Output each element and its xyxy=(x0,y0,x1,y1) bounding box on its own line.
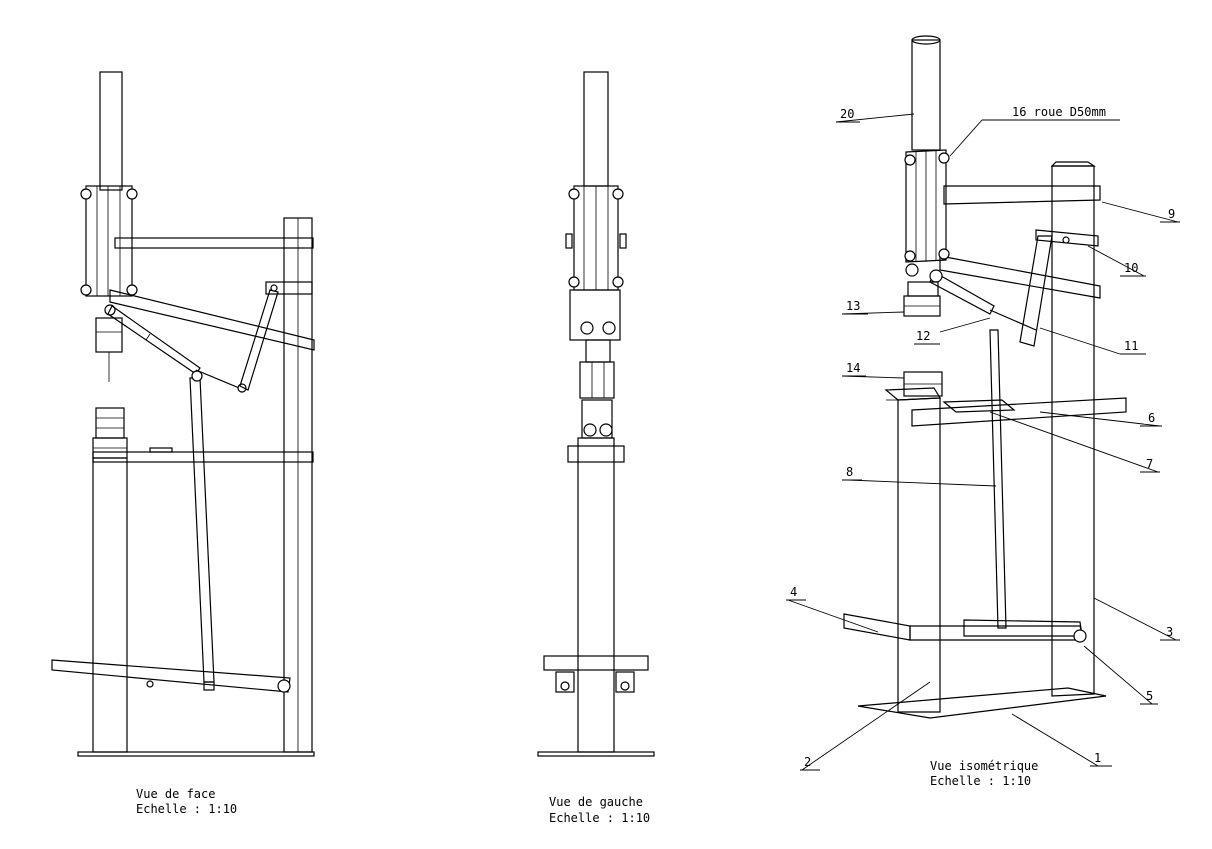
label-3: 3 xyxy=(1166,625,1173,639)
iso-view xyxy=(843,35,1127,719)
label-5: 5 xyxy=(1146,689,1153,703)
label-14: 14 xyxy=(846,361,860,375)
left-view-scale: Echelle : 1:10 xyxy=(549,811,650,825)
front-view-title: Vue de face xyxy=(136,787,215,801)
label-1: 1 xyxy=(1094,751,1101,765)
label-8: 8 xyxy=(846,465,853,479)
label-4: 4 xyxy=(790,585,797,599)
label-16: 16 roue D50mm xyxy=(1012,105,1106,119)
label-12: 12 xyxy=(916,329,930,343)
part-labels: 20 16 roue D50mm 9 10 11 13 12 14 6 7 8 … xyxy=(790,105,1175,769)
label-7: 7 xyxy=(1146,457,1153,471)
label-11: 11 xyxy=(1124,339,1138,353)
view-captions: Vue de face Echelle : 1:10 Vue de gauche… xyxy=(136,759,1038,825)
iso-view-title: Vue isométrique xyxy=(930,759,1038,773)
front-view-scale: Echelle : 1:10 xyxy=(136,802,237,816)
label-6: 6 xyxy=(1148,411,1155,425)
leader-lines xyxy=(786,113,1180,771)
left-view xyxy=(537,71,655,757)
label-10: 10 xyxy=(1124,261,1138,275)
front-view xyxy=(51,71,315,757)
left-view-title: Vue de gauche xyxy=(549,795,643,809)
label-20: 20 xyxy=(840,107,854,121)
label-2: 2 xyxy=(804,755,811,769)
label-13: 13 xyxy=(846,299,860,313)
label-9: 9 xyxy=(1168,207,1175,221)
iso-view-scale: Echelle : 1:10 xyxy=(930,774,1031,788)
